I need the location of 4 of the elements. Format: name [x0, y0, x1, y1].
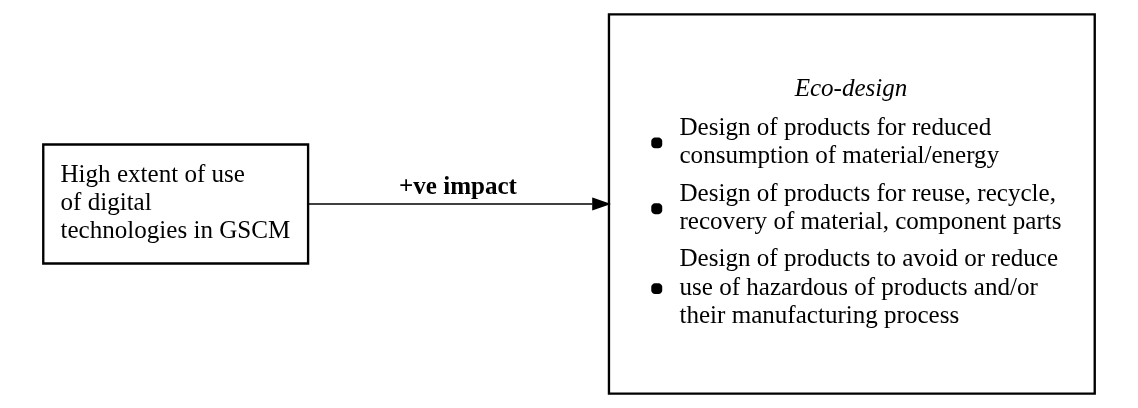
arrow [307, 197, 612, 211]
edge-label: +ve impact [398, 172, 517, 200]
node-box: High extent of use of digital technologies in GSCM [42, 143, 310, 265]
node-box: Eco-design Design of products for reduced consumption of material/energy Design of products for reuse, recycle, recovery of material, component parts Design of products to avoid or reduce use of hazardous of products and/or their manufacturing process [607, 13, 1096, 395]
